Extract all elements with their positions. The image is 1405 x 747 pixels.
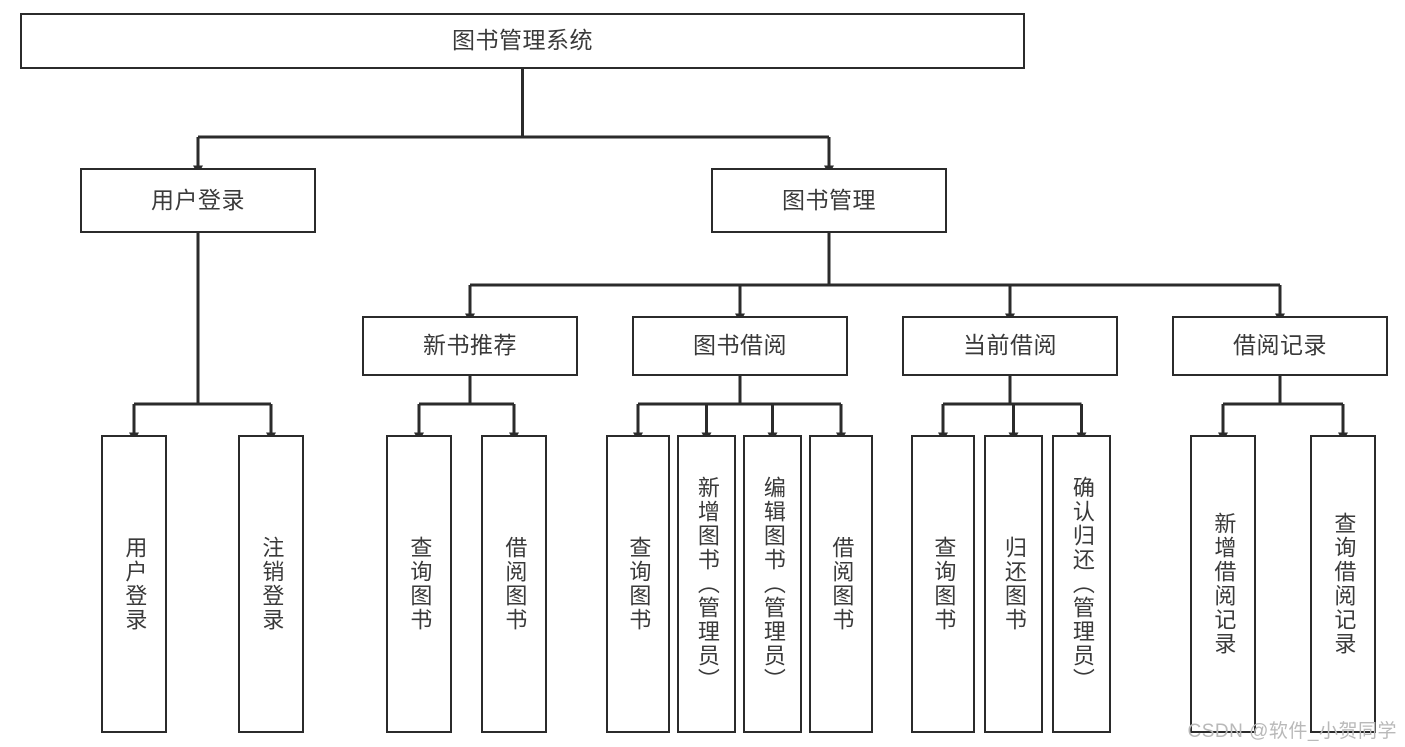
leaf-return-book[interactable]: 归还图书 [984,435,1043,733]
leaf-confirm-return-admin[interactable]: 确认归还（管理员） [1052,435,1111,733]
leaf-query-book-recommend[interactable]: 查询图书 [386,435,452,733]
leaf-add-borrow-record[interactable]: 新增借阅记录 [1190,435,1256,733]
leaf-borrow-book-recommend[interactable]: 借阅图书 [481,435,547,733]
leaf-logout[interactable]: 注销登录 [238,435,304,733]
node-new-book-recommendation[interactable]: 新书推荐 [362,316,578,376]
node-root-system[interactable]: 图书管理系统 [20,13,1025,69]
node-user-login[interactable]: 用户登录 [80,168,316,233]
node-book-management[interactable]: 图书管理 [711,168,947,233]
leaf-borrow-book-borrowing[interactable]: 借阅图书 [809,435,873,733]
leaf-query-book-borrowing[interactable]: 查询图书 [606,435,670,733]
node-borrow-records[interactable]: 借阅记录 [1172,316,1388,376]
leaf-user-login[interactable]: 用户登录 [101,435,167,733]
leaf-add-book-admin[interactable]: 新增图书（管理员） [677,435,736,733]
leaf-query-book-current[interactable]: 查询图书 [911,435,975,733]
node-current-borrowing[interactable]: 当前借阅 [902,316,1118,376]
leaf-edit-book-admin[interactable]: 编辑图书（管理员） [743,435,802,733]
leaf-query-borrow-record[interactable]: 查询借阅记录 [1310,435,1376,733]
node-book-borrowing[interactable]: 图书借阅 [632,316,848,376]
